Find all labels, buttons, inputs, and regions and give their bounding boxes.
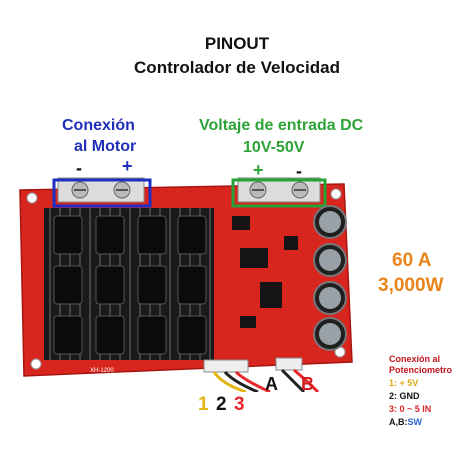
spec-power: 3,000W bbox=[378, 275, 444, 296]
motor-label-line2: al Motor bbox=[74, 138, 137, 155]
spec-current: 60 A bbox=[392, 250, 432, 271]
motor-label-line1: Conexión bbox=[62, 117, 135, 134]
power-terminal-block bbox=[237, 177, 321, 203]
mount-hole bbox=[330, 188, 342, 200]
legend-value-ab: SW bbox=[407, 417, 423, 427]
controller-board-image: XH-1200 bbox=[19, 177, 353, 392]
legend-value-1: + 5V bbox=[397, 378, 419, 388]
legend-title-line1: Conexión al bbox=[389, 354, 441, 364]
title-pinout: PINOUT bbox=[204, 34, 270, 53]
title-controller: Controlador de Velocidad bbox=[134, 58, 340, 77]
power-label-line1: Voltaje de entrada DC bbox=[199, 117, 364, 134]
legend-key-1: 1: bbox=[389, 378, 398, 388]
legend-key-ab: A,B: bbox=[389, 417, 408, 427]
legend-item-1: 1: + 5V bbox=[389, 378, 418, 389]
motor-highlight-box bbox=[52, 178, 152, 208]
wire-label-a: A bbox=[265, 374, 278, 394]
wire-bundle bbox=[212, 368, 320, 392]
board-label: XH-1200 bbox=[90, 368, 114, 374]
wire-label-2: 2 bbox=[216, 394, 227, 415]
wire-label-1: 1 bbox=[198, 394, 209, 415]
heatsink-array bbox=[44, 208, 214, 360]
wire-label-b: B bbox=[301, 374, 314, 394]
mount-hole bbox=[30, 358, 42, 370]
motor-terminal-block bbox=[57, 177, 145, 203]
legend-item-ab: A,B:SW bbox=[389, 417, 422, 428]
wire-label-3: 3 bbox=[234, 394, 245, 415]
legend-title-line2: Potenciometro bbox=[389, 365, 453, 375]
legend-value-3: 0 ~ 5 IN bbox=[397, 404, 432, 414]
control-chips bbox=[232, 216, 298, 328]
potentiometer-connector bbox=[203, 359, 249, 373]
power-plus-sign: + bbox=[253, 160, 264, 180]
mount-hole bbox=[26, 192, 38, 204]
legend-item-3: 3: 0 ~ 5 IN bbox=[389, 404, 431, 415]
switch-connector bbox=[275, 357, 303, 371]
legend-item-2: 2: GND bbox=[389, 391, 420, 402]
motor-minus-sign: - bbox=[76, 158, 82, 178]
power-highlight-box bbox=[231, 178, 327, 208]
legend-key-2: 2: bbox=[389, 391, 398, 401]
capacitor-column bbox=[313, 205, 347, 351]
legend-value-2: GND bbox=[397, 391, 420, 401]
power-label-line2: 10V-50V bbox=[243, 139, 305, 156]
legend-key-3: 3: bbox=[389, 404, 398, 414]
motor-plus-sign: + bbox=[122, 156, 133, 176]
power-minus-sign: - bbox=[296, 161, 302, 181]
